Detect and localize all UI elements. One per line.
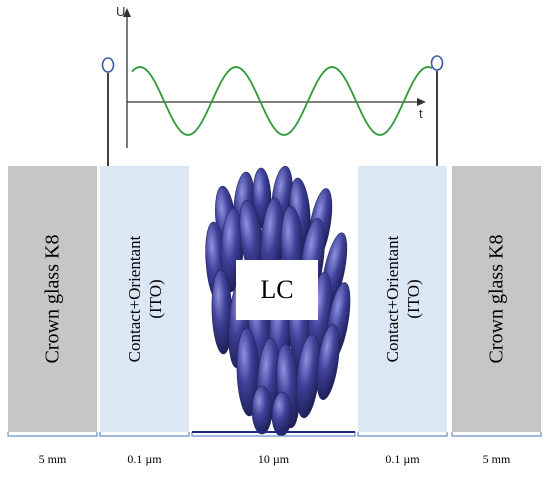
dim-line-glass-right	[451, 432, 542, 437]
contact-label-right-line1: Contact+Orientant	[382, 235, 402, 363]
contact-label-right-line2: (ITO)	[403, 279, 423, 319]
electrode-left-icon	[101, 57, 115, 73]
dim-line-lc	[191, 432, 356, 437]
sine-wave	[131, 66, 433, 136]
lc-molecule	[316, 324, 340, 400]
glass-layer-right: Crown glass K8	[452, 166, 541, 432]
lc-label-box: LC	[236, 260, 318, 320]
contact-label-right: Contact+Orientant (ITO)	[382, 236, 424, 363]
dimension-lines	[7, 432, 542, 437]
thickness-contact-right: 0.1 µm	[385, 452, 420, 466]
thickness-glass-left: 5 mm	[38, 452, 67, 466]
y-axis-arrow	[123, 8, 131, 17]
contact-label-left: Contact+Orientant (ITO)	[124, 236, 166, 363]
x-axis-arrow	[417, 98, 426, 106]
thickness-glass-right: 5 mm	[482, 452, 511, 466]
contact-label-left-line1: Contact+Orientant	[124, 235, 144, 363]
electrode-right-icon	[430, 55, 444, 71]
lc-molecules	[205, 165, 351, 437]
glass-label-left: Crown glass K8	[41, 234, 63, 364]
thickness-lc: 10 µm	[257, 452, 290, 466]
lc-label: LC	[260, 275, 294, 304]
thickness-contact-left: 0.1 µm	[127, 452, 162, 466]
dim-line-contact-right	[357, 432, 448, 437]
x-axis-label: t	[419, 106, 423, 121]
contact-layer-right: Contact+Orientant (ITO)	[358, 166, 447, 432]
contact-layer-left: Contact+Orientant (ITO)	[100, 166, 189, 432]
dim-line-contact-left	[99, 432, 190, 437]
glass-layer-left: Crown glass K8	[8, 166, 97, 432]
dim-line-glass-left	[7, 432, 98, 437]
y-axis-label: U	[116, 4, 125, 19]
glass-label-right: Crown glass K8	[485, 234, 507, 364]
contact-label-left-line2: (ITO)	[145, 279, 165, 319]
lc-molecule	[251, 385, 273, 435]
